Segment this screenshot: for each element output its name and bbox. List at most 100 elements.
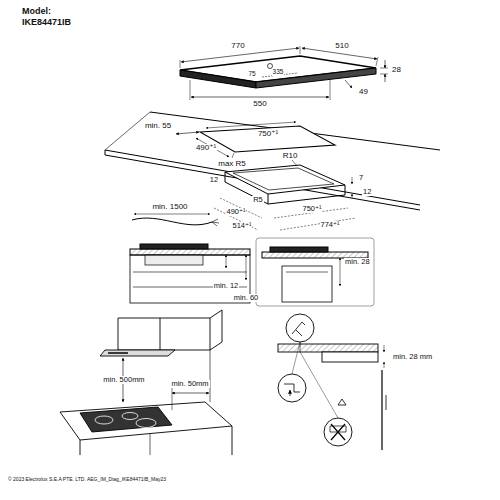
dimension-label: min. 1500 — [151, 203, 188, 212]
installation-frame-part — [225, 172, 226, 182]
dimension-label: min. 28 mm — [392, 353, 433, 361]
side-section-right-part — [282, 266, 332, 302]
worktop-cutout-part — [232, 153, 234, 158]
side-section-right-part — [256, 238, 374, 306]
dimension-label: 514⁺¹ — [232, 222, 253, 230]
installation-steps-part — [278, 374, 306, 402]
hob-perspective-part — [380, 74, 388, 75]
kitchen-hood-perspective — [60, 310, 232, 455]
hob-perspective-part — [256, 68, 376, 88]
kitchen-hood-perspective-part — [150, 434, 151, 455]
installation-steps-part — [324, 418, 352, 446]
hob-perspective — [180, 46, 388, 100]
dimension-label: 490⁺¹ — [226, 208, 247, 216]
dimension-label: max R5 — [217, 160, 247, 169]
kitchen-hood-perspective-part — [108, 352, 128, 354]
hob-perspective-part — [180, 70, 256, 88]
installation-steps — [278, 314, 386, 450]
installation-frame-part — [280, 218, 356, 230]
side-section-right-part — [340, 258, 341, 286]
installation-steps-part — [292, 342, 300, 374]
side-section-left-part — [140, 244, 208, 249]
kitchen-hood-perspective-part — [210, 310, 222, 318]
installation-frame-part — [233, 168, 334, 190]
installation-frame-part — [214, 208, 258, 230]
dimension-label: min. 28 — [344, 258, 371, 266]
supply-cable-part — [132, 218, 212, 225]
kitchen-hood-perspective-part — [210, 350, 211, 402]
hob-perspective-part — [385, 60, 386, 68]
hob-perspective-part — [191, 97, 329, 98]
dimension-label: 75 — [247, 70, 256, 77]
worktop-cutout — [105, 112, 440, 210]
installation-frame-part — [292, 160, 297, 166]
installation-steps-part — [386, 395, 387, 410]
dimension-label: R10 — [282, 152, 299, 161]
hob-perspective-part — [376, 57, 378, 66]
worktop-cutout-part — [105, 150, 420, 205]
side-section-left-part — [133, 272, 247, 273]
kitchen-hood-perspective-part — [80, 440, 81, 455]
kitchen-hood-perspective-part — [95, 416, 113, 424]
kitchen-hood-perspective-part — [60, 412, 80, 440]
hob-perspective-part — [380, 68, 388, 69]
kitchen-hood-perspective-part — [80, 407, 172, 432]
kitchen-hood-perspective-part — [172, 393, 209, 394]
worktop-cutout-part — [105, 112, 150, 150]
installation-frame-part — [352, 177, 353, 184]
dimension-label: min. 500mm — [102, 376, 145, 384]
kitchen-hood-perspective-part — [100, 350, 175, 356]
dimension-label: 750⁺¹ — [257, 130, 279, 139]
installation-steps-part — [331, 424, 345, 440]
side-section-left-part — [246, 255, 247, 280]
dimension-label: min. 12 — [213, 282, 240, 290]
model-number-label: IKE84471IB — [22, 18, 71, 28]
installation-steps-part — [292, 322, 305, 336]
kitchen-hood-perspective-part — [210, 342, 222, 350]
installation-frame-part — [225, 165, 345, 194]
installation-frame-part — [268, 195, 345, 204]
installation-frame-part — [225, 182, 268, 204]
installation-steps-part — [286, 314, 314, 342]
copyright-footer-label: © 2023 Electrolux S.E.A PTE. LTD. AEG_IM… — [8, 477, 166, 483]
installation-frame-part — [352, 194, 353, 198]
dimension-label: min. 50mm — [170, 380, 209, 388]
kitchen-hood-perspective-part — [122, 413, 138, 420]
dimension-label: 28 — [391, 66, 402, 75]
dimension-label: 770 — [230, 42, 245, 51]
kitchen-hood-perspective-part — [205, 402, 232, 426]
hob-perspective-part — [345, 80, 352, 88]
hob-perspective-part — [190, 80, 191, 100]
installation-steps-part — [290, 390, 291, 396]
dimension-label: min. 60 — [233, 294, 260, 302]
installation-steps-part — [300, 352, 338, 418]
dimension-label: 49 — [358, 88, 369, 97]
kitchen-hood-perspective-part — [232, 426, 233, 455]
dimension-label: min. 55 — [144, 122, 172, 131]
model-heading-label: Model: — [22, 7, 51, 17]
hob-perspective-part — [385, 74, 386, 82]
kitchen-hood-perspective-part — [118, 318, 210, 350]
installation-steps-part — [278, 344, 378, 352]
installation-steps-part — [384, 362, 385, 368]
worktop-cutout-part — [176, 132, 199, 134]
supply-cable — [132, 214, 219, 226]
kitchen-hood-perspective-part — [172, 388, 173, 410]
worktop-cutout-part — [206, 122, 296, 128]
side-section-right-part — [286, 272, 328, 273]
worktop-cutout-part — [105, 150, 106, 155]
dimension-label: R5 — [252, 196, 264, 204]
hob-perspective-part — [180, 60, 181, 68]
installation-steps-part — [284, 384, 300, 392]
hob-perspective-part — [330, 80, 331, 100]
dimension-label: 550 — [252, 100, 267, 109]
installation-frame-part — [268, 194, 269, 204]
worktop-cutout-part — [200, 126, 335, 152]
dimension-label: 750⁺¹ — [302, 205, 323, 213]
kitchen-hood-perspective-part — [222, 310, 223, 342]
dimension-label: 7 — [358, 174, 364, 182]
side-section-left-part — [226, 255, 227, 268]
dimension-label: 335 — [272, 68, 285, 75]
